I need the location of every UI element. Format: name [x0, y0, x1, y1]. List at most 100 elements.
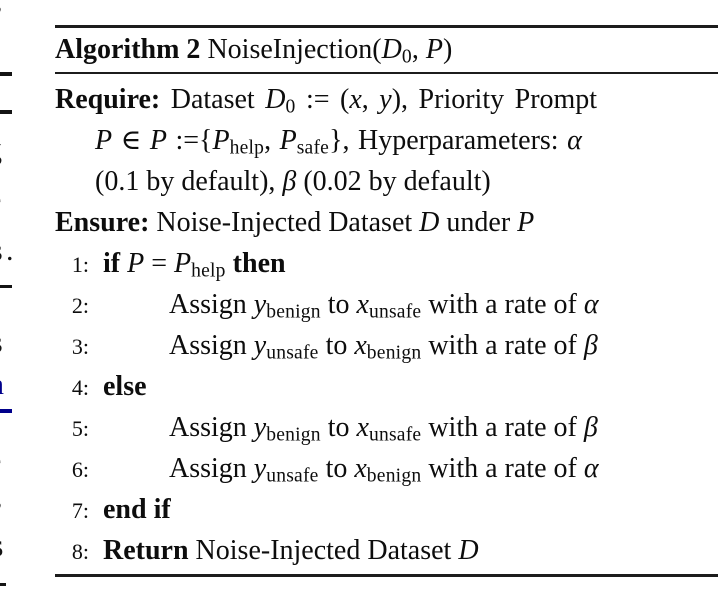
text-segment: P — [149, 125, 167, 156]
text-segment: P — [279, 125, 297, 156]
require-line: Require: Dataset D0 := (x, y), Priority … — [55, 79, 718, 120]
text-segment: (0.02 by default) — [296, 166, 491, 197]
text-segment: ∈ — [112, 125, 150, 156]
line-number: 6: — [71, 457, 89, 482]
text-segment: benign — [266, 424, 321, 446]
algorithm-title: Algorithm 2 NoiseInjection(D0, P) — [55, 28, 718, 72]
text-segment: benign — [266, 301, 321, 323]
line-number: 3: — [71, 334, 89, 359]
step-5: 5:Assign ybenign to xunsafe with a rate … — [55, 407, 718, 448]
text-segment: x — [349, 84, 362, 115]
line-number: 1: — [71, 252, 89, 277]
text-segment: D — [265, 84, 286, 115]
clipped-dash-fragment — [0, 409, 12, 413]
text-segment: α — [567, 125, 582, 156]
text-segment: , — [361, 84, 380, 115]
clipped-glyph-fragment: n — [0, 370, 4, 400]
text-segment: β — [282, 166, 297, 197]
line-content: Assign yunsafe to xbenign with a rate of… — [103, 453, 599, 487]
text-segment: help — [229, 137, 265, 159]
text-segment: Require: — [55, 84, 161, 115]
text-segment: P — [127, 248, 145, 279]
text-segment: x — [356, 412, 369, 443]
clipped-dash-fragment — [0, 583, 6, 586]
clipped-glyph-fragment: s — [0, 529, 3, 561]
text-segment: 0 — [401, 46, 412, 68]
text-segment: unsafe — [368, 424, 422, 446]
text-segment: benign — [366, 342, 422, 364]
line-content: Return Noise-Injected Dataset D — [103, 535, 479, 566]
text-segment: α — [583, 453, 599, 484]
text-segment: 0 — [285, 96, 296, 118]
text-segment: D — [381, 34, 402, 65]
ensure-line: Ensure: Noise-Injected Dataset D under P — [55, 202, 718, 243]
text-segment: unsafe — [368, 301, 422, 323]
step-4: 4: else — [55, 366, 718, 407]
text-segment: y — [379, 84, 392, 115]
step-7: 7: end if — [55, 489, 718, 530]
text-segment: NoiseInjection( — [200, 34, 382, 65]
text-segment: x — [354, 453, 367, 484]
line-content: Assign yunsafe to xbenign with a rate of… — [103, 330, 598, 364]
text-segment: with a rate of — [421, 289, 584, 320]
text-segment: x — [356, 289, 369, 320]
line-number: 4: — [71, 375, 89, 400]
clipped-glyph-fragment: s — [0, 328, 3, 358]
clipped-glyph-fragment: , — [0, 0, 3, 16]
text-segment: x — [354, 330, 367, 361]
text-segment: then — [225, 248, 286, 279]
line-content: Ensure: Noise-Injected Dataset D under P — [55, 207, 534, 238]
text-segment: Dataset — [160, 84, 266, 115]
text-segment: to — [320, 412, 357, 443]
text-segment: unsafe — [266, 465, 319, 487]
clipped-dash-fragment — [0, 72, 12, 76]
text-segment: else — [103, 371, 147, 402]
text-segment: y — [253, 330, 267, 361]
step-8: 8:Return Noise-Injected Dataset D — [55, 530, 718, 571]
text-segment: with a rate of — [421, 330, 584, 361]
text-segment: Ensure: — [55, 207, 150, 238]
algorithm-top-rule — [55, 25, 718, 28]
step-3: 3: Assign yunsafe to xbenign with a rate … — [55, 325, 718, 366]
algorithm-mid-rule — [55, 72, 718, 74]
text-segment: :={ — [166, 125, 213, 156]
text-segment: α — [583, 289, 599, 320]
text-segment: Assign — [169, 330, 254, 361]
clipped-dash-fragment — [0, 285, 12, 288]
step-6: 6: Assign yunsafe to xbenign with a rate … — [55, 448, 718, 489]
text-segment: with a rate of — [421, 453, 584, 484]
text-segment: D — [419, 207, 440, 238]
text-segment: end if — [103, 494, 171, 525]
text-segment: P — [425, 34, 443, 65]
line-content: Require: Dataset D0 := (x, y), Priority … — [55, 84, 598, 118]
clipped-glyph-fragment: . — [6, 234, 14, 267]
text-segment: Noise-Injected Dataset — [195, 535, 459, 566]
text-segment: to — [318, 453, 355, 484]
text-segment: P — [174, 248, 192, 279]
text-segment: unsafe — [266, 342, 319, 364]
text-segment: benign — [366, 465, 422, 487]
clipped-dash-fragment — [0, 110, 12, 114]
step-2: 2:Assign ybenign to xunsafe with a rate … — [55, 284, 718, 325]
require-continuation: P ∈ P :={Phelp, Psafe}, Hyperparameters:… — [55, 120, 718, 161]
text-segment: ), Priority Prompt — [391, 84, 598, 115]
clipped-glyph-fragment: s — [0, 236, 3, 266]
text-segment: to — [318, 330, 355, 361]
line-content: else — [103, 371, 147, 402]
algorithm-body: Require: Dataset D0 := (x, y), Priority … — [55, 74, 718, 571]
text-segment: y — [253, 453, 267, 484]
text-segment: y — [253, 412, 267, 443]
text-segment: Assign — [169, 453, 254, 484]
text-segment: Assign — [169, 289, 254, 320]
algorithm-box: Algorithm 2 NoiseInjection(D0, P) Requir… — [55, 25, 718, 577]
text-segment: , — [264, 125, 280, 156]
text-segment: under — [439, 207, 518, 238]
text-segment: safe — [296, 137, 330, 159]
text-segment: P — [517, 207, 535, 238]
line-number: 2: — [71, 293, 89, 318]
text-segment: }, Hyperparameters: — [329, 125, 568, 156]
text-segment: if — [103, 248, 128, 279]
text-segment: Assign — [169, 412, 254, 443]
line-number: 7: — [71, 498, 89, 523]
